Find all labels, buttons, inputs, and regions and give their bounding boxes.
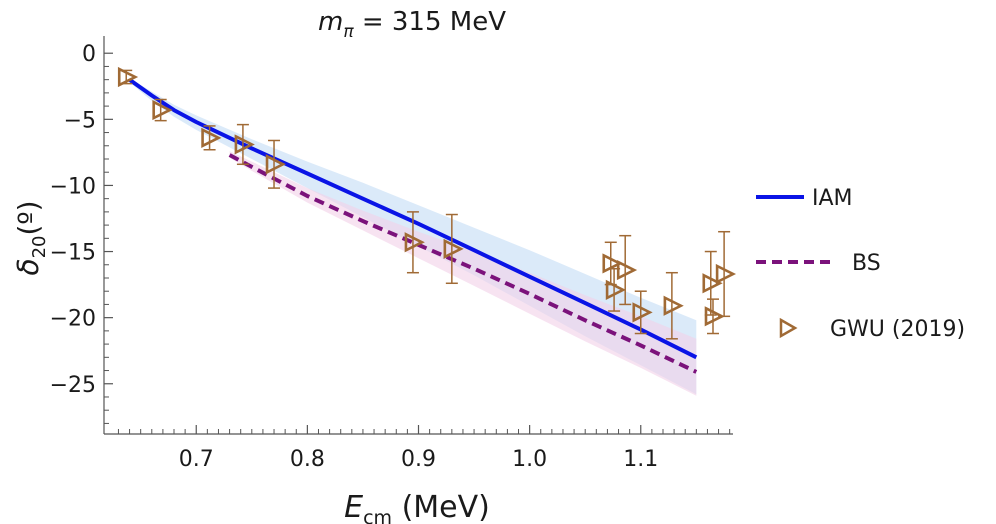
triangle-marker [663,295,684,316]
data-point [265,139,286,189]
line-bs [228,153,698,374]
legend: IAM BS GWU (2019) [756,186,965,342]
triangle-marker [616,259,638,281]
x-tick-label: 1.0 [512,447,547,472]
triangle-marker [704,306,725,327]
chart-title: mπ = 315 MeV [318,7,506,42]
x-tick-label: 1.1 [623,447,658,472]
triangle-marker [702,273,723,294]
chart-title-subscript: π [343,22,354,42]
y-axis-label-subscript: 20 [29,236,50,259]
y-tick-label: −20 [50,307,96,332]
x-axis-label-symbol: E [344,490,363,524]
chart-title-rest: = 315 MeV [354,7,507,37]
data-point [632,290,653,335]
data-points [117,66,737,340]
chart-title-symbol: m [318,7,343,37]
series-lines [128,78,698,374]
y-tick-label: −25 [50,373,96,398]
data-point [201,125,222,151]
x-tick-label: 0.8 [290,447,325,472]
y-axis-label-symbol: δ [12,258,45,275]
data-point [663,271,684,340]
triangle-marker [117,66,139,88]
legend-label-gwu: GWU (2019) [830,317,965,342]
triangle-marker [404,232,425,253]
legend-marker-gwu [779,317,798,339]
x-tick-label: 0.7 [179,447,214,472]
triangle-marker [201,127,222,148]
data-point [616,234,638,306]
data-point [443,213,464,285]
data-point [715,230,737,318]
axes: 0 −5 −10 −15 −20 −25 0.7 0.8 0.9 1.0 1.1 [50,36,733,472]
data-point [152,98,173,122]
triangle-marker [715,263,737,285]
y-tick-label: −10 [50,174,96,199]
y-axis-label-rest: (º) [12,200,45,235]
data-point [117,66,139,88]
x-tick-label: 0.9 [401,447,436,472]
x-axis-label-rest: (MeV) [392,490,490,524]
triangle-marker [632,302,653,323]
triangle-marker [265,154,286,175]
legend-label-iam: IAM [812,186,853,211]
data-point [704,298,725,335]
data-point [234,123,255,166]
y-tick-label: −15 [50,241,96,266]
line-iam [128,78,698,360]
legend-label-bs: BS [852,251,881,276]
triangle-marker [602,253,623,274]
triangle-marker [605,279,626,300]
y-tick-label: −5 [64,108,96,133]
y-tick-label: 0 [82,42,96,67]
triangle-marker [443,238,464,260]
triangle-marker [152,99,173,121]
triangle-marker [234,134,255,155]
y-axis-label: δ20(º) [12,200,50,275]
x-axis-label: Ecm (MeV) [344,490,490,524]
x-axis-label-subscript: cm [363,507,392,524]
data-point [404,211,425,274]
